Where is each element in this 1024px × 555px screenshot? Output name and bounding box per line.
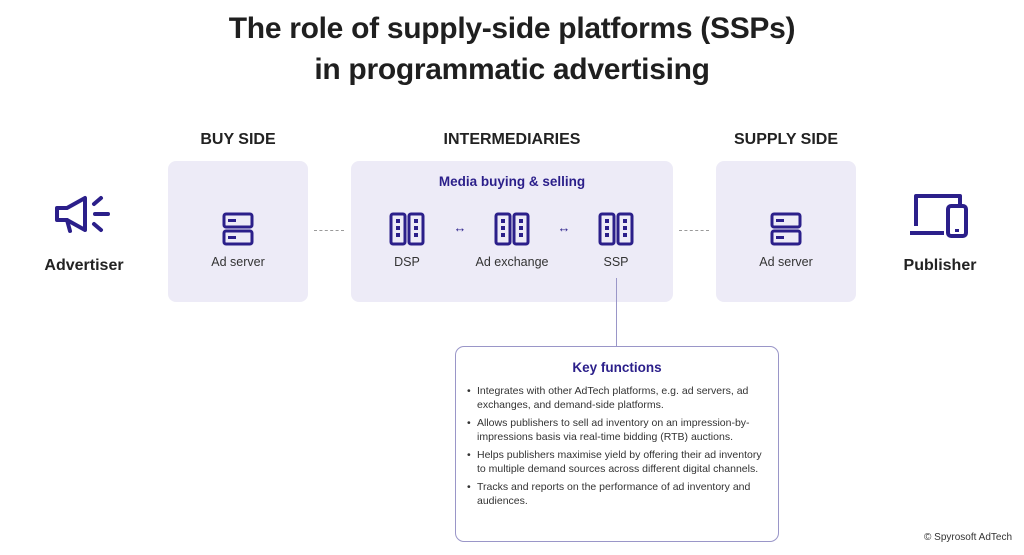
bidirectional-arrow-icon: ↔ bbox=[557, 220, 571, 235]
advertiser-label: Advertiser bbox=[44, 257, 124, 274]
key-functions-list: Integrates with other AdTech platforms, … bbox=[467, 385, 762, 508]
devices-icon bbox=[908, 190, 972, 240]
ssp-callout-line bbox=[616, 278, 617, 346]
section-label-buy-side: BUY SIDE bbox=[200, 131, 276, 148]
ssp-label: SSP bbox=[603, 255, 629, 269]
diagram-title: The role of supply-side platforms (SSPs)… bbox=[0, 8, 1024, 90]
ad-exchange-label: Ad exchange bbox=[475, 255, 549, 269]
section-label-intermediaries: INTERMEDIARIES bbox=[443, 131, 581, 148]
dsp-label: DSP bbox=[394, 255, 420, 269]
buy-side-ad-server-label: Ad server bbox=[211, 255, 265, 269]
list-item: Tracks and reports on the performance of… bbox=[467, 481, 762, 508]
key-functions-box: Key functions Integrates with other AdTe… bbox=[455, 346, 779, 542]
connector-intermediaries-supply bbox=[679, 230, 709, 231]
key-functions-title: Key functions bbox=[572, 360, 662, 375]
title-line-1: The role of supply-side platforms (SSPs) bbox=[228, 12, 796, 45]
bidirectional-arrow-icon: ↔ bbox=[453, 220, 467, 235]
section-label-supply-side: SUPPLY SIDE bbox=[733, 131, 839, 148]
connector-buy-intermediaries bbox=[314, 230, 344, 231]
copyright-text: © Spyrosoft AdTech bbox=[924, 532, 1012, 543]
media-buying-subtitle: Media buying & selling bbox=[438, 174, 586, 189]
supply-side-ad-server-label: Ad server bbox=[759, 255, 813, 269]
ad-exchange-icon bbox=[494, 212, 530, 246]
server-icon bbox=[222, 212, 254, 246]
megaphone-icon bbox=[52, 193, 116, 239]
list-item: Allows publishers to sell ad inventory o… bbox=[467, 417, 762, 444]
title-line-2: in programmatic advertising bbox=[314, 53, 710, 86]
ssp-icon bbox=[598, 212, 634, 246]
dsp-icon bbox=[389, 212, 425, 246]
list-item: Helps publishers maximise yield by offer… bbox=[467, 449, 762, 476]
publisher-label: Publisher bbox=[903, 257, 977, 274]
list-item: Integrates with other AdTech platforms, … bbox=[467, 385, 762, 412]
server-icon bbox=[770, 212, 802, 246]
